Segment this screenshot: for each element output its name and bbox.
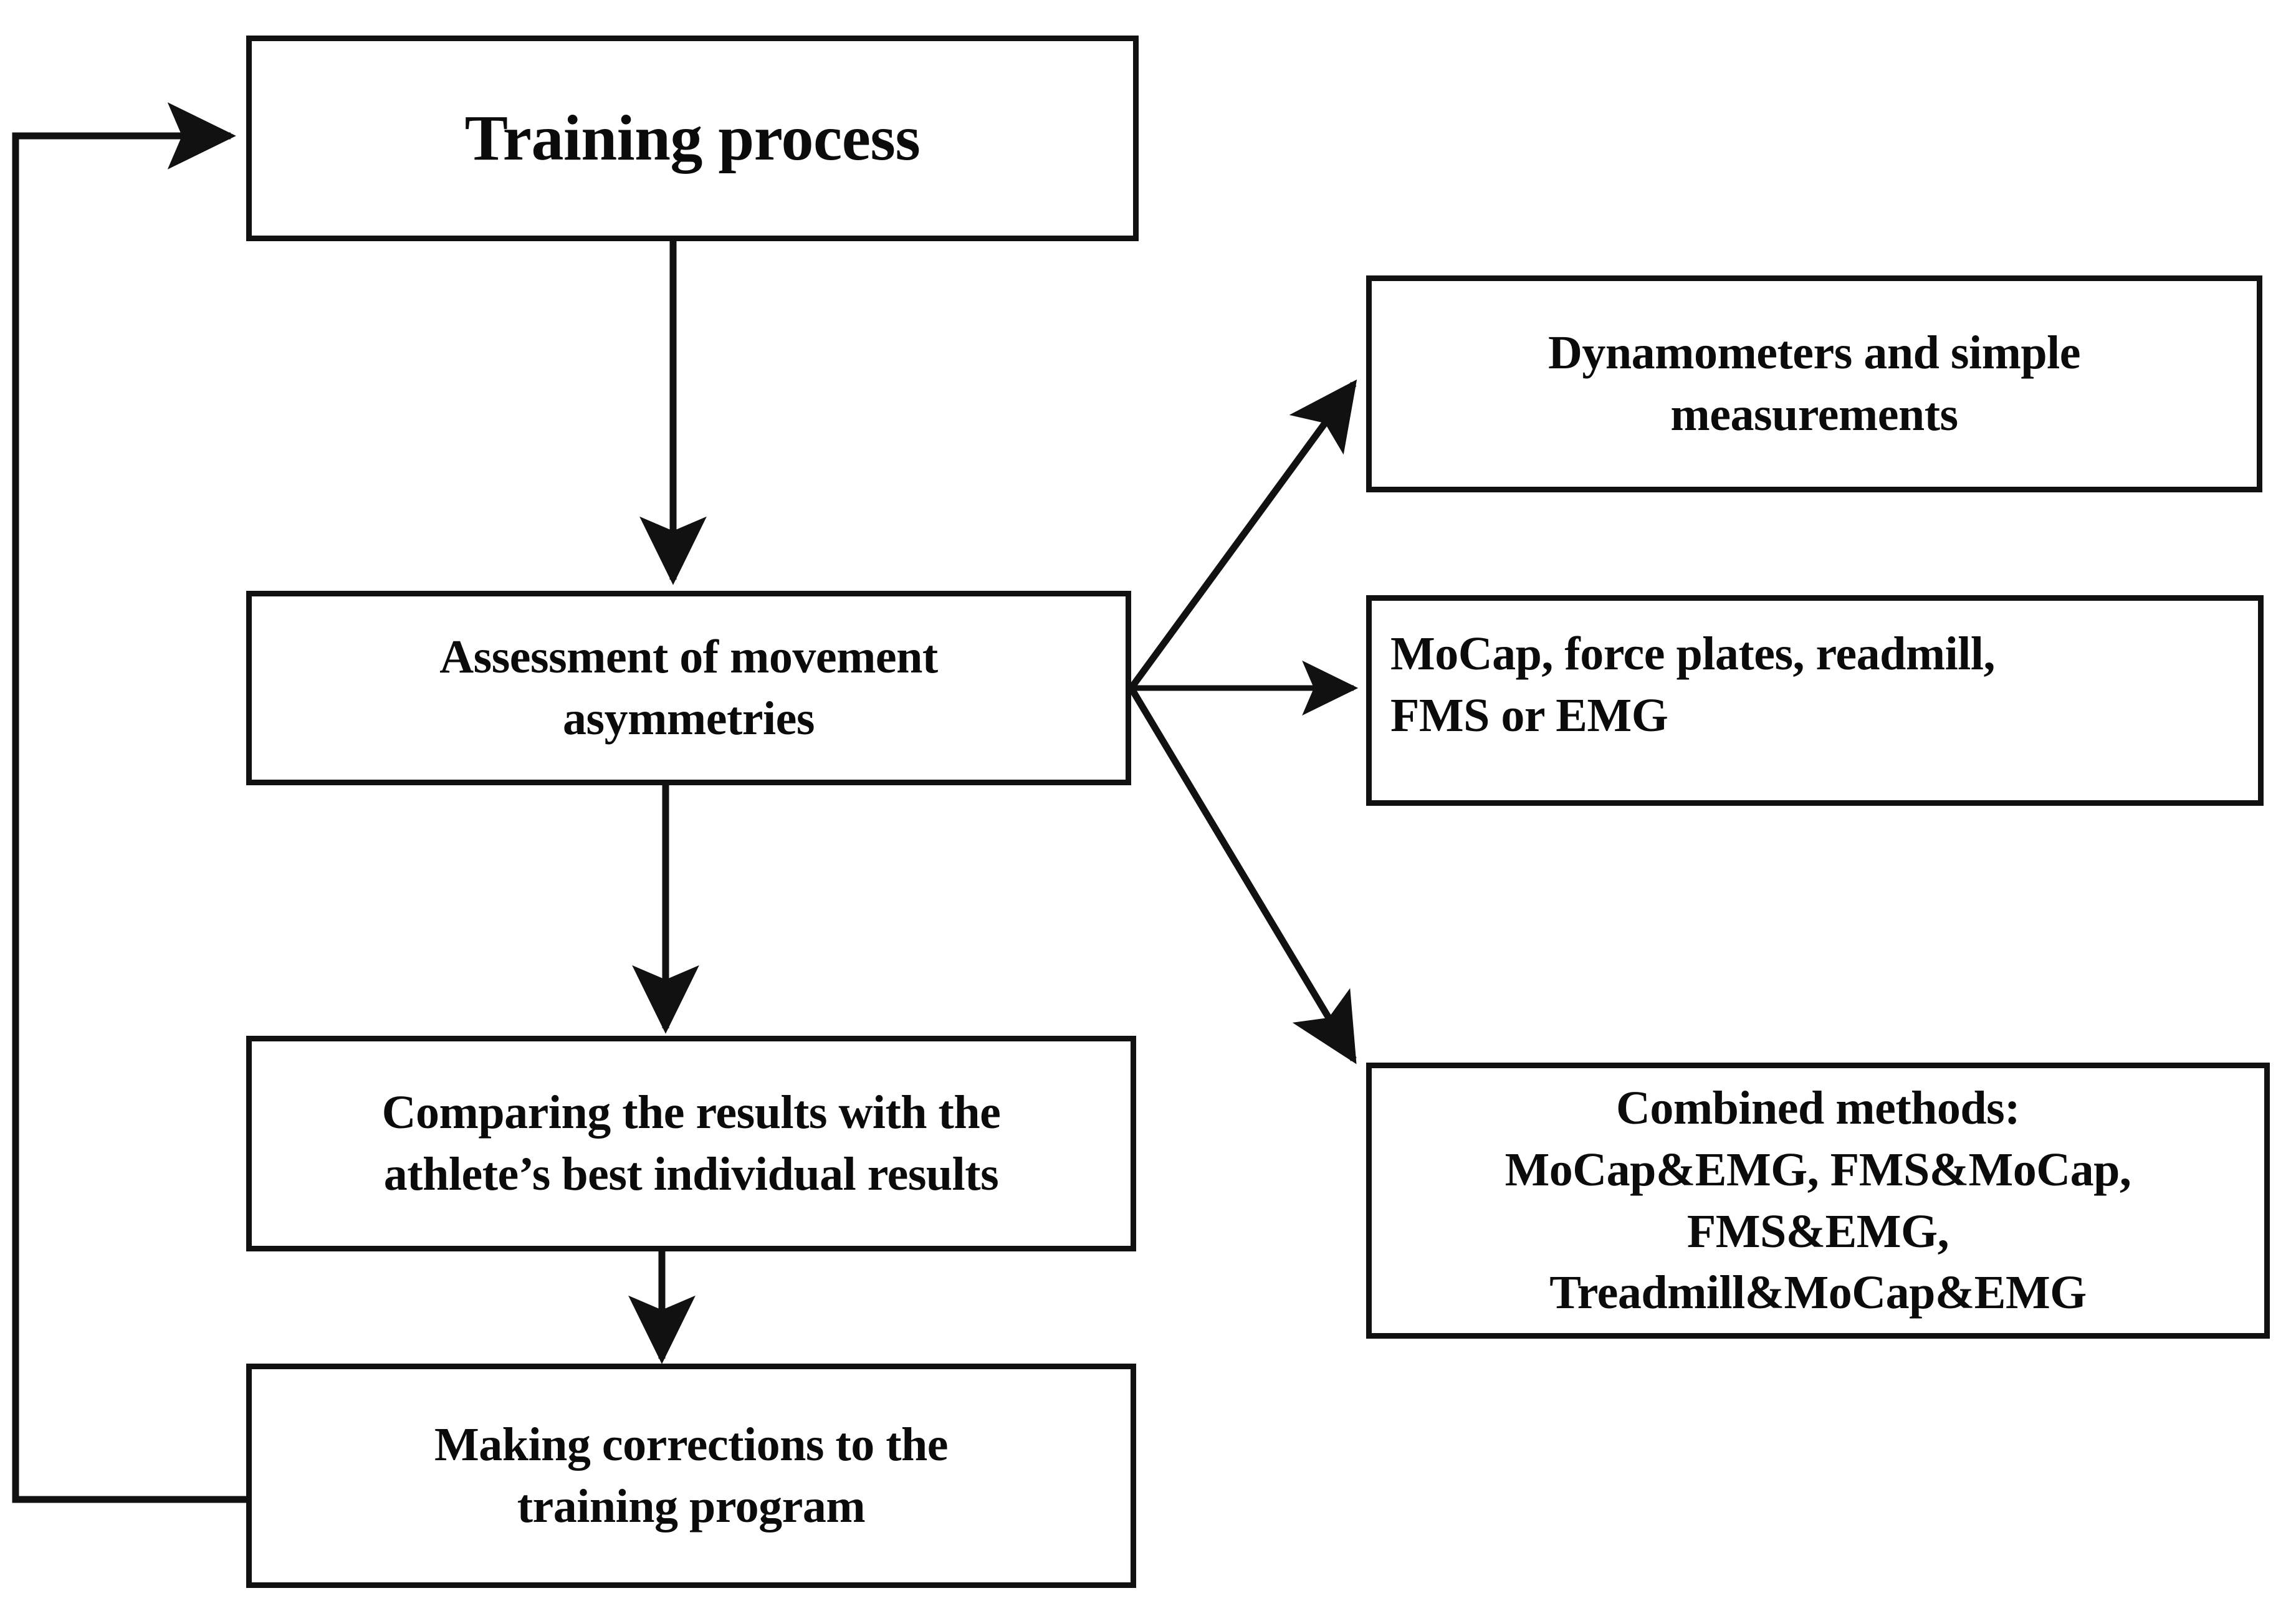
edge-assessment-to-combined <box>1128 686 1357 1064</box>
node-making-corrections[interactable]: Making corrections to the training progr… <box>246 1364 1136 1588</box>
node-assessment-of-movement-asymmetries[interactable]: Assessment of movement asymmetries <box>246 591 1131 785</box>
node-comparing-label: Comparing the results with the athlete’s… <box>381 1086 1001 1200</box>
node-combined-methods-label: Combined methods: MoCap&EMG, FMS&MoCap, … <box>1504 1081 2131 1319</box>
edge-assessment-to-dynamometers <box>1128 379 1357 691</box>
node-training-process-label: Training process <box>464 102 921 175</box>
node-assessment-label: Assessment of movement asymmetries <box>439 631 938 745</box>
node-mocap-label: MoCap, force plates, readmill, FMS or EM… <box>1390 628 1996 742</box>
node-dynamometers-and-simple-measurements[interactable]: Dynamometers and simple measurements <box>1366 275 2262 492</box>
node-comparing-results[interactable]: Comparing the results with the athlete’s… <box>246 1036 1136 1251</box>
node-making-corrections-label: Making corrections to the training progr… <box>434 1418 949 1532</box>
node-combined-methods[interactable]: Combined methods: MoCap&EMG, FMS&MoCap, … <box>1366 1063 2270 1339</box>
node-dynamometers-label: Dynamometers and simple measurements <box>1547 327 2081 441</box>
node-training-process[interactable]: Training process <box>246 36 1139 241</box>
node-mocap-force-plates[interactable]: MoCap, force plates, readmill, FMS or EM… <box>1366 595 2264 806</box>
edge-corrections-to-training-feedback <box>12 102 246 1503</box>
